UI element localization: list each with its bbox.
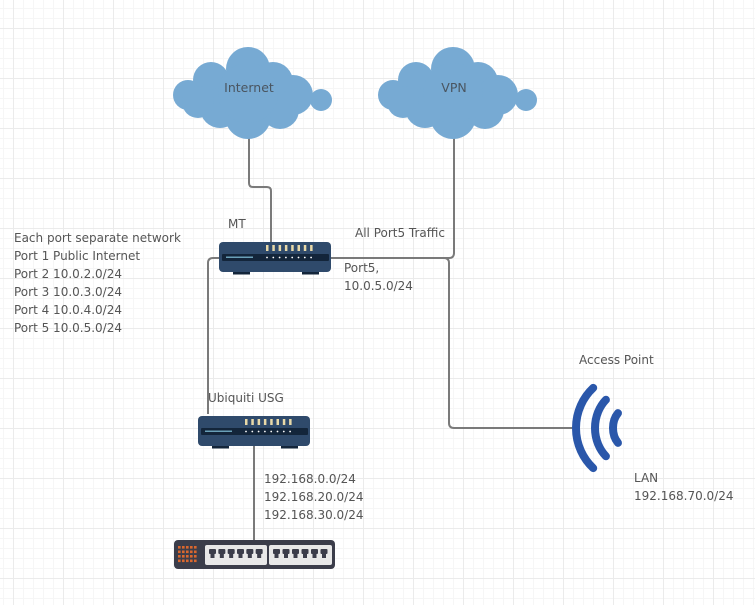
usg-subnet: 192.168.20.0/24	[264, 490, 364, 504]
usg-label: Ubiquiti USG	[208, 391, 284, 405]
connector-mt-usg[interactable]	[207, 257, 220, 414]
access-point[interactable]	[572, 383, 622, 473]
port5-name: Port5,	[344, 261, 380, 275]
port-note: Port 2 10.0.2.0/24	[14, 267, 122, 281]
router-icon	[198, 416, 310, 449]
port-note: Port 5 10.0.5.0/24	[14, 321, 122, 335]
ap-lan-subnet: 192.168.70.0/24	[634, 489, 734, 503]
router-usg[interactable]	[198, 416, 310, 449]
ap-lan-title: LAN	[634, 471, 659, 485]
usg-subnet: 192.168.0.0/24	[264, 472, 356, 486]
switch-icon	[174, 540, 335, 569]
connector-internet-mt[interactable]	[248, 133, 272, 246]
connector-vpn-mt[interactable]	[330, 133, 455, 259]
port5-label: Port5, 10.0.5.0/24	[344, 259, 413, 295]
internet-label: Internet	[224, 80, 274, 95]
access-point-label: Access Point	[579, 353, 654, 367]
router-icon	[219, 242, 331, 275]
port-notes: Each port separate network Port 1 Public…	[14, 229, 181, 337]
wifi-icon	[572, 383, 622, 473]
vpn-label: VPN	[441, 80, 467, 95]
port-note: Port 4 10.0.4.0/24	[14, 303, 122, 317]
usg-subnets: 192.168.0.0/24 192.168.20.0/24 192.168.3…	[264, 470, 363, 524]
port-note: Each port separate network	[14, 231, 181, 245]
switch[interactable]	[174, 540, 335, 569]
mt-label: MT	[228, 217, 246, 231]
cloud-icon	[378, 47, 537, 139]
connector-mt-ap[interactable]	[330, 257, 572, 429]
port-note: Port 3 10.0.3.0/24	[14, 285, 122, 299]
cloud-internet[interactable]	[173, 47, 332, 139]
usg-subnet: 192.168.30.0/24	[264, 508, 364, 522]
ap-lan: LAN 192.168.70.0/24	[634, 469, 733, 505]
port5-subnet: 10.0.5.0/24	[344, 279, 413, 293]
cloud-icon	[173, 47, 332, 139]
cloud-vpn[interactable]	[378, 47, 537, 139]
port-note: Port 1 Public Internet	[14, 249, 141, 263]
router-mt[interactable]	[219, 242, 331, 275]
vpn-link-label: All Port5 Traffic	[355, 226, 445, 240]
